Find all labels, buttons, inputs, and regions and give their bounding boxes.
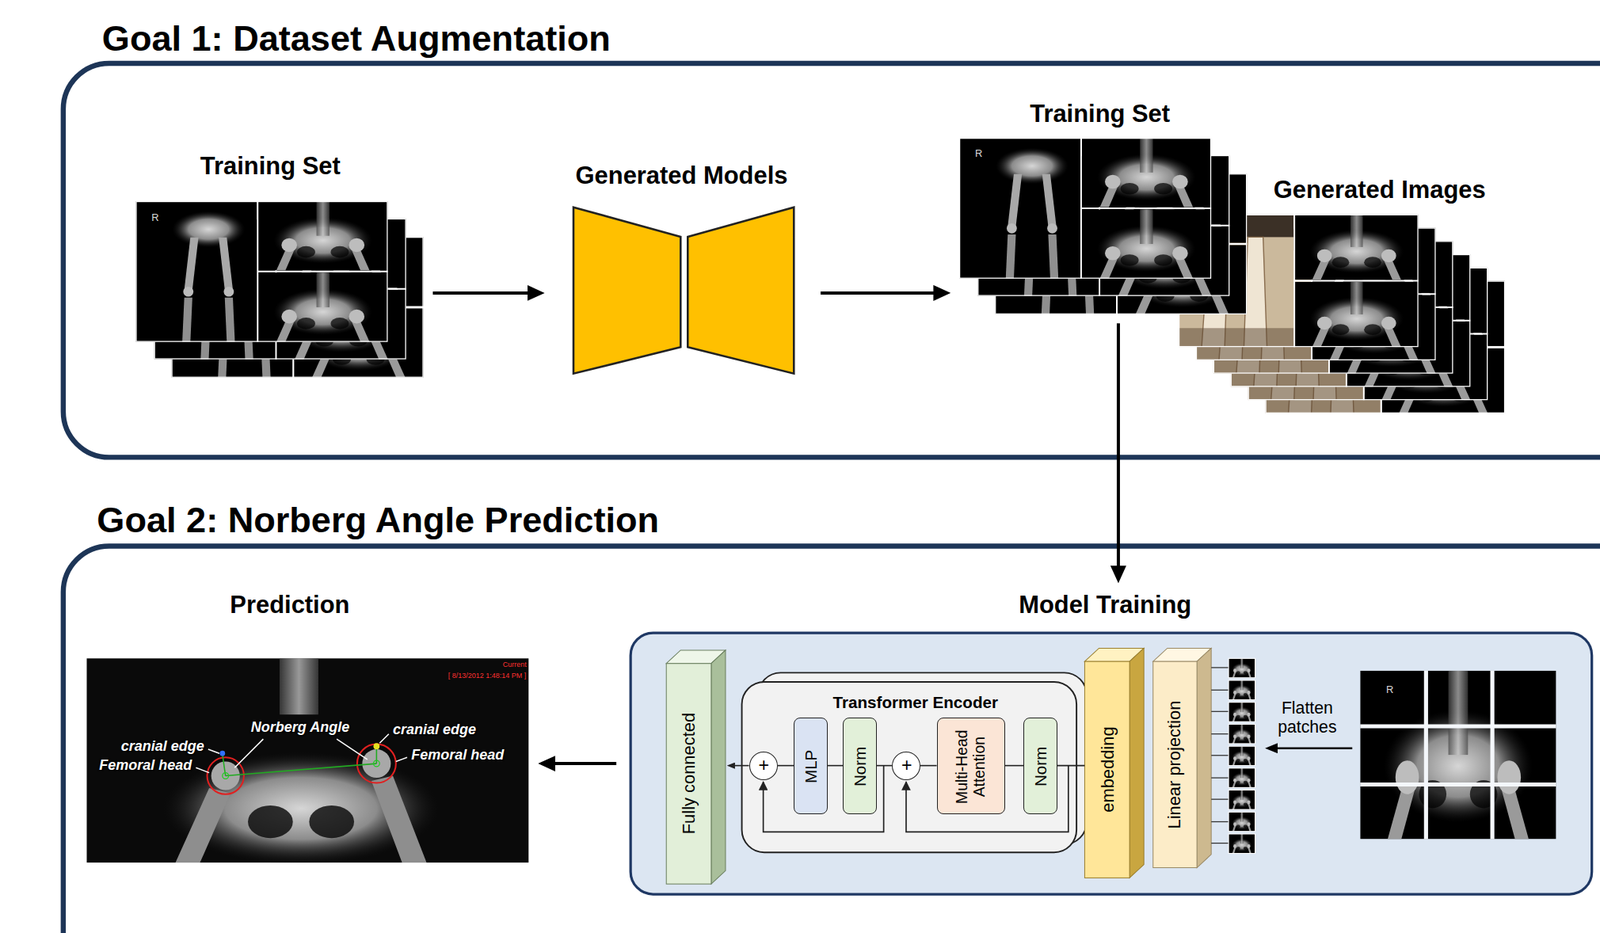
connector-arrow bbox=[546, 761, 617, 766]
connector-arrow bbox=[1271, 746, 1353, 750]
layer-block: Fully connected bbox=[666, 650, 726, 884]
panel: Goal 2: Norberg Angle PredictionPredicti… bbox=[63, 546, 1600, 933]
image-marker: R bbox=[975, 148, 983, 160]
connector-arrow bbox=[731, 765, 750, 767]
encoder-box: Transformer Encoder + MLP Norm + Multi-Head A… bbox=[742, 681, 1078, 853]
layer-label: Multi-Head Attention bbox=[953, 723, 989, 812]
layer-box: Norm bbox=[842, 717, 877, 815]
image-stamp: [ 8/13/2012 1:48:14 PM ] bbox=[448, 671, 527, 680]
image-marker: R bbox=[151, 212, 159, 225]
annotation: cranial edge bbox=[392, 721, 477, 739]
encoder-title: Transformer Encoder bbox=[833, 693, 999, 713]
connector-arrow bbox=[432, 291, 536, 295]
model-panel: Model TrainingFully connected Transformer… bbox=[630, 587, 1593, 895]
annotation: cranial edge bbox=[121, 738, 205, 755]
connector-arrow bbox=[777, 765, 795, 767]
connector-arrow bbox=[876, 765, 892, 767]
stack-title: Generated Images bbox=[1273, 175, 1486, 205]
connector-arrow bbox=[1057, 765, 1086, 767]
edge-label: Flatten patches bbox=[1264, 698, 1350, 738]
layer-box: Multi-Head Attention bbox=[937, 717, 1006, 815]
layer-label: embedding bbox=[1097, 727, 1117, 813]
layer-block: Linear projection bbox=[1153, 646, 1258, 869]
connector-arrow bbox=[820, 291, 942, 295]
layer-block: embedding bbox=[1084, 646, 1143, 879]
annotation: Femoral head bbox=[99, 757, 192, 774]
layer-label: Norm bbox=[851, 746, 871, 787]
connector-arrow bbox=[1005, 765, 1024, 767]
section-title: Prediction bbox=[229, 590, 350, 620]
connector-arrow bbox=[1116, 323, 1120, 575]
input-image: R bbox=[1360, 670, 1556, 840]
stack-title: Training Set bbox=[1029, 99, 1170, 129]
layer-label: Linear projection bbox=[1165, 700, 1185, 829]
sum-circle: + bbox=[891, 751, 921, 781]
image-marker: R bbox=[1386, 684, 1394, 697]
panel-title: Goal 1: Dataset Augmentation bbox=[102, 18, 611, 60]
annotation: Norberg Angle bbox=[251, 719, 350, 736]
annotation: Femoral head bbox=[411, 746, 504, 764]
panel: Goal 1: Dataset AugmentationTraining Set… bbox=[63, 63, 1600, 458]
sum-circle: + bbox=[749, 751, 778, 781]
layer-box: MLP bbox=[793, 717, 828, 815]
connector-arrow bbox=[827, 765, 843, 767]
sum-sign: + bbox=[901, 754, 913, 777]
image-stack: Training SetR bbox=[132, 149, 427, 380]
image-stamp: Current bbox=[502, 660, 527, 669]
image-stack: Training SetR bbox=[956, 99, 1254, 316]
generator-model: Generated Models bbox=[551, 158, 815, 377]
image-stack: Generated Images bbox=[1175, 175, 1511, 420]
stack-title: Training Set bbox=[200, 152, 341, 181]
layer-label: Fully connected bbox=[678, 712, 699, 835]
layer-box: Norm bbox=[1023, 717, 1058, 815]
layer-label: MLP bbox=[802, 750, 822, 784]
panel-title: Goal 2: Norberg Angle Prediction bbox=[96, 499, 660, 541]
connector-arrow bbox=[920, 765, 938, 767]
section-title: Model Training bbox=[1018, 590, 1192, 620]
layer-label: Norm bbox=[1032, 746, 1052, 787]
sum-sign: + bbox=[758, 754, 770, 777]
model-title: Generated Models bbox=[575, 161, 789, 191]
